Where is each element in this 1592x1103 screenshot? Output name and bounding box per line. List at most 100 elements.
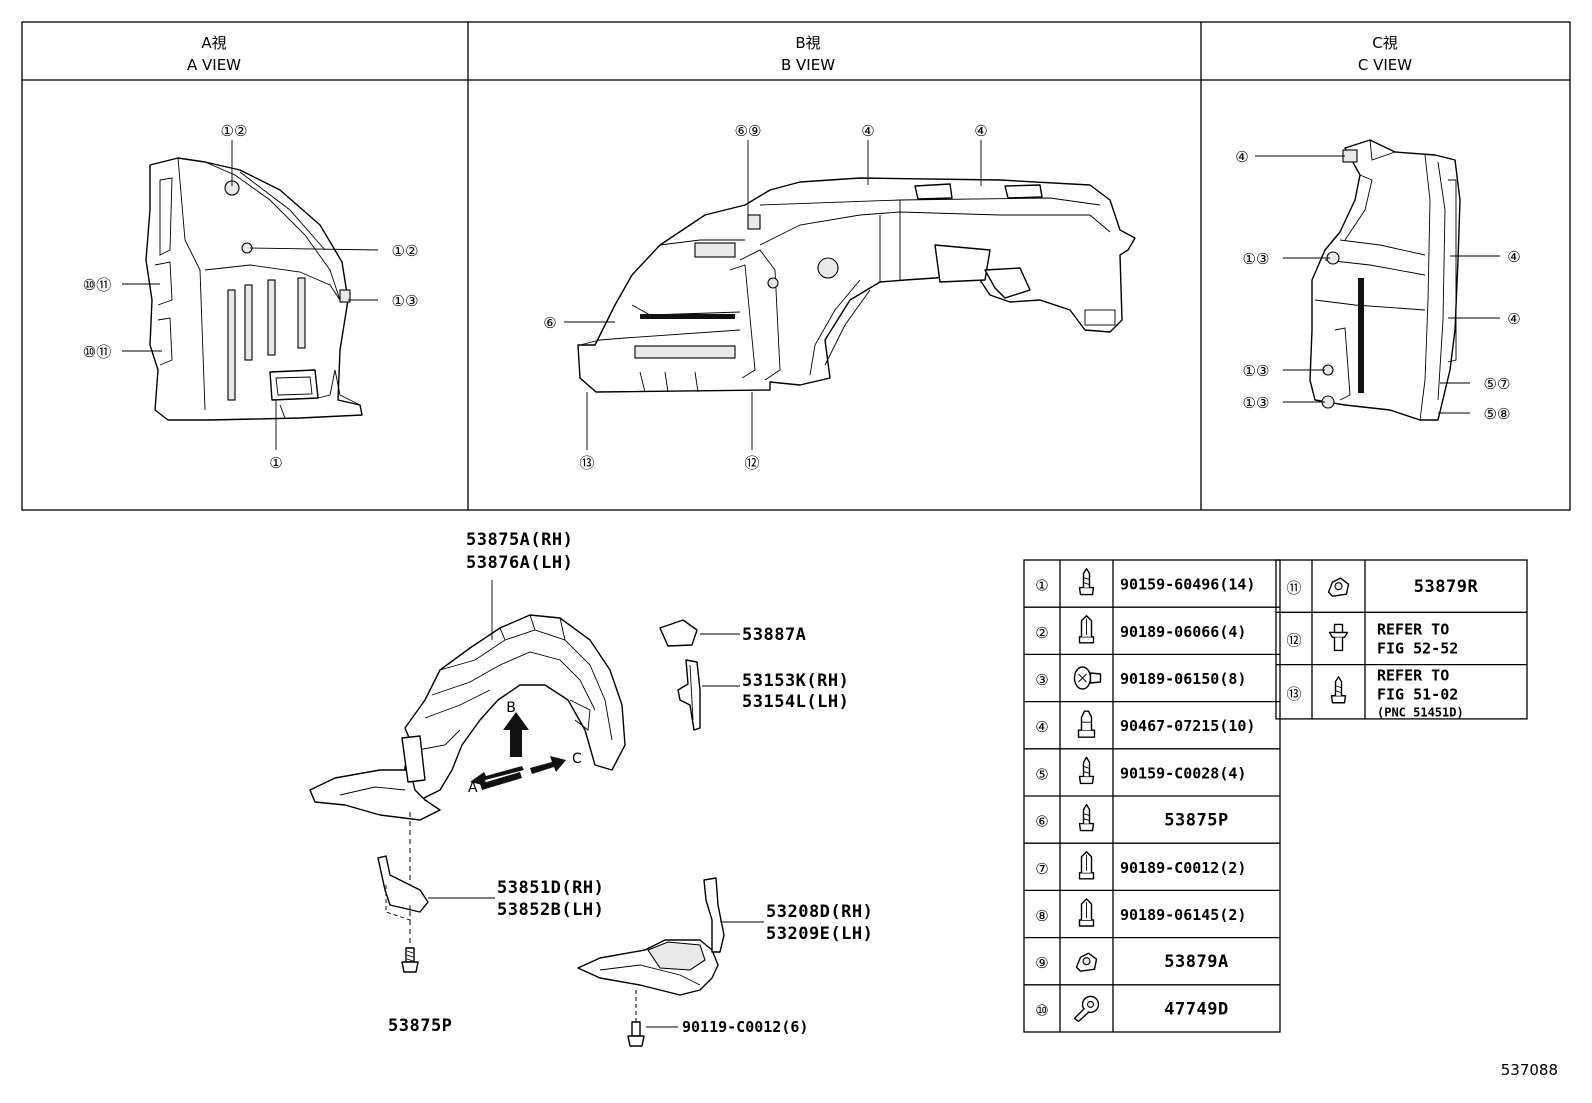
view-a-callouts: ①② ①② ⑩⑪ ①③ ⑩⑪ ① bbox=[83, 122, 419, 472]
screw-icon bbox=[1078, 567, 1095, 596]
direction-c-label: C bbox=[572, 751, 582, 767]
callout-c-4: ④ bbox=[1507, 310, 1520, 328]
view-b-title-ja: B視 bbox=[795, 34, 820, 52]
direction-a-label: A bbox=[468, 780, 478, 796]
part-cover-rh: 53208D(RH) bbox=[766, 902, 873, 922]
direction-b-label: B bbox=[506, 700, 516, 716]
legend-row-number: ⑬ bbox=[1286, 685, 1301, 703]
screw-icon bbox=[1078, 803, 1095, 832]
part-bolt-a: 53875P bbox=[388, 1016, 452, 1036]
legend-row-number: ④ bbox=[1035, 718, 1048, 736]
callout-c-7: ①③ bbox=[1243, 394, 1270, 412]
view-c-callouts: ④ ①③ ④ ④ ①③ ⑤⑦ ①③ ⑤⑧ bbox=[1235, 148, 1520, 423]
callout-c-1: ④ bbox=[1235, 148, 1248, 166]
legend-row-number: ⑪ bbox=[1286, 579, 1301, 597]
part-liner-rh: 53875A(RH) bbox=[466, 530, 573, 550]
part-ext-lh: 53154L(LH) bbox=[742, 692, 849, 712]
part-ext-rh: 53153K(RH) bbox=[742, 671, 849, 691]
view-b-title-en: B VIEW bbox=[781, 56, 835, 74]
extension-drawing bbox=[677, 659, 740, 731]
part-bracket-lh: 53852B(LH) bbox=[497, 900, 604, 920]
legend-row-reference: REFER TO bbox=[1377, 667, 1449, 685]
legend-row: ⑤ 90159-C0028(4) bbox=[1035, 756, 1246, 785]
bracket-drawing bbox=[377, 855, 495, 921]
view-frame bbox=[21, 21, 1571, 511]
view-b-callouts: ⑥⑨ ④ ④ ⑥ ⑬ ⑫ bbox=[543, 122, 987, 472]
legend-row-number: ⑫ bbox=[1286, 631, 1301, 649]
callout-b-5: ⑬ bbox=[579, 454, 594, 472]
bolt-a-drawing bbox=[401, 947, 419, 973]
legend-row-reference: (PNC 51451D) bbox=[1377, 706, 1464, 720]
legend-row-part-number: 47749D bbox=[1164, 999, 1228, 1019]
legend-row-reference: REFER TO bbox=[1377, 620, 1449, 638]
nut-clip-icon bbox=[1327, 577, 1350, 597]
legend-row-part-number: 53875P bbox=[1164, 811, 1228, 831]
view-c-title-ja: C視 bbox=[1372, 34, 1397, 52]
under-cover-drawing bbox=[577, 877, 764, 996]
legend-row-number: ⑨ bbox=[1035, 954, 1048, 972]
legend-row-number: ⑦ bbox=[1035, 860, 1048, 878]
part-liner-lh: 53876A(LH) bbox=[466, 553, 573, 573]
legend-row-part-number: 90189-06145(2) bbox=[1120, 906, 1246, 924]
legend-row-number: ⑥ bbox=[1035, 813, 1048, 831]
legend-row-part-number: 90159-C0028(4) bbox=[1120, 764, 1246, 782]
callout-c-3: ④ bbox=[1507, 248, 1520, 266]
callout-b-1: ⑥⑨ bbox=[735, 122, 762, 140]
legend-row: ④ 90467-07215(10) bbox=[1035, 710, 1255, 738]
callout-a-1: ①② bbox=[221, 122, 248, 140]
legend-row-part-number: 53879A bbox=[1164, 952, 1228, 972]
clip-icon bbox=[1078, 898, 1095, 927]
view-b-liner-drawing bbox=[577, 177, 1136, 393]
legend-row-number: ① bbox=[1035, 577, 1048, 595]
view-c-liner-drawing bbox=[1309, 139, 1461, 421]
legend-row: ⑦ 90189-C0012(2) bbox=[1035, 851, 1246, 880]
legend-row: ① 90159-60496(14) bbox=[1035, 567, 1255, 596]
view-a-title-en: A VIEW bbox=[187, 56, 241, 74]
legend-row-number: ⑩ bbox=[1035, 1001, 1048, 1019]
legend-row-part-number: 90159-60496(14) bbox=[1120, 576, 1255, 594]
callout-a-5: ⑩⑪ bbox=[83, 343, 111, 361]
part-bracket-rh: 53851D(RH) bbox=[497, 878, 604, 898]
legend-row: ⑥ 53875P bbox=[1035, 803, 1228, 832]
push-rivet-icon bbox=[1073, 666, 1102, 690]
grommet-icon bbox=[1077, 710, 1096, 738]
callout-a-3: ⑩⑪ bbox=[83, 276, 111, 294]
callout-b-6: ⑫ bbox=[744, 454, 759, 472]
legend-row-reference: FIG 52-52 bbox=[1377, 639, 1458, 657]
callout-a-6: ① bbox=[269, 454, 282, 472]
legend-row-number: ③ bbox=[1035, 671, 1048, 689]
figure-code: 537088 bbox=[1501, 1061, 1558, 1079]
clip-icon bbox=[1078, 851, 1095, 880]
view-c-title-en: C VIEW bbox=[1358, 56, 1412, 74]
clip-icon bbox=[1078, 615, 1095, 644]
legend-row-part-number: 90189-06066(4) bbox=[1120, 623, 1246, 641]
callout-b-4: ⑥ bbox=[543, 314, 556, 332]
legend-row: ⑨ 53879A bbox=[1035, 952, 1228, 972]
legend-row-reference: FIG 51-02 bbox=[1377, 686, 1458, 704]
callout-a-4: ①③ bbox=[392, 292, 419, 310]
legend-row-number: ② bbox=[1035, 624, 1048, 642]
seal-drawing bbox=[659, 619, 740, 647]
callout-b-2: ④ bbox=[861, 122, 874, 140]
legend-row-number: ⑧ bbox=[1035, 907, 1048, 925]
callout-c-5: ①③ bbox=[1243, 362, 1270, 380]
legend-row-part-number: 90467-07215(10) bbox=[1120, 717, 1255, 735]
legend-row-number: ⑤ bbox=[1035, 765, 1048, 783]
legend-row: ② 90189-06066(4) bbox=[1035, 615, 1246, 644]
part-seal: 53887A bbox=[742, 625, 806, 645]
direction-arrows: B A C bbox=[468, 700, 582, 796]
callout-c-6: ⑤⑦ bbox=[1484, 375, 1511, 393]
legend-row-part-number: 90189-C0012(2) bbox=[1120, 859, 1246, 877]
legend-row: ⑧ 90189-06145(2) bbox=[1035, 898, 1246, 927]
fastener-icon bbox=[1073, 995, 1100, 1023]
callout-c-8: ⑤⑧ bbox=[1484, 405, 1511, 423]
part-bolt-b: 90119-C0012(6) bbox=[682, 1018, 808, 1036]
callout-b-3: ④ bbox=[974, 122, 987, 140]
